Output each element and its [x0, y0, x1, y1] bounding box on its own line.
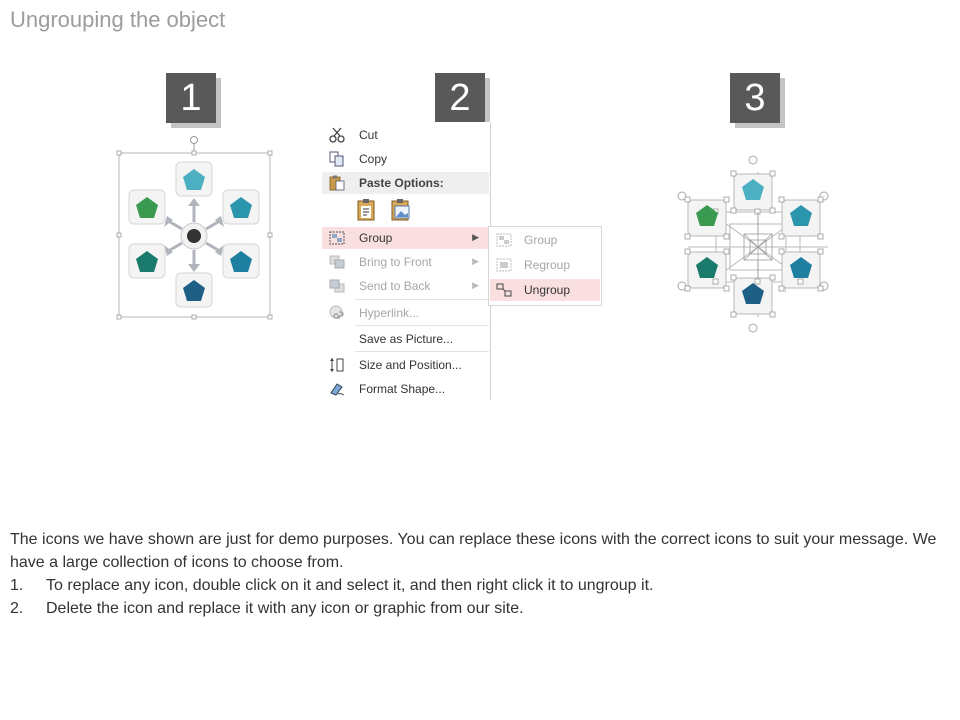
send-to-back-icon	[329, 279, 345, 293]
paste-icon	[329, 175, 345, 191]
pentagon-bottom	[175, 272, 213, 308]
submenu-item-regroup[interactable]: Regroup	[490, 254, 600, 276]
pentagon-lower-left	[696, 257, 718, 278]
selection-handles[interactable]	[116, 150, 273, 320]
paste-keep-formatting-icon[interactable]	[356, 198, 378, 222]
instructions: The icons we have shown are just for dem…	[10, 528, 950, 620]
menu-label-save-as-picture: Save as Picture...	[359, 332, 454, 346]
menu-item-send-to-back[interactable]: Send to Back ▶	[322, 275, 489, 297]
submenu-item-ungroup[interactable]: Ungroup	[490, 279, 600, 301]
menu-label-size-and-position: Size and Position...	[359, 358, 462, 372]
scissors-icon	[329, 127, 345, 143]
menu-item-format-shape[interactable]: Format Shape...	[322, 378, 489, 400]
menu-item-bring-to-front[interactable]: Bring to Front ▶	[322, 251, 489, 273]
step-number-3: 3	[730, 73, 780, 123]
step-number-2: 2	[435, 73, 485, 123]
submenu-arrow-icon: ▶	[472, 256, 479, 266]
list-text: To replace any icon, double click on it …	[46, 577, 654, 594]
menu-item-save-as-picture[interactable]: Save as Picture...	[322, 328, 489, 350]
arrow-spokes	[743, 212, 773, 278]
submenu-arrow-icon: ▶	[472, 280, 479, 290]
menu-item-group[interactable]: Group ▶	[322, 227, 489, 249]
grouped-diagram[interactable]	[110, 132, 280, 327]
copy-icon	[329, 151, 344, 167]
step-number-1: 1	[166, 73, 216, 123]
pentagon-upper-right	[222, 189, 260, 225]
group-icon	[496, 233, 512, 247]
menu-item-cut[interactable]: Cut	[322, 124, 489, 146]
pentagon-upper-right	[790, 205, 812, 226]
submenu-label-group: Group	[524, 233, 558, 247]
intro-paragraph: The icons we have shown are just for dem…	[10, 531, 937, 571]
group-submenu: Group Regroup Ungroup	[488, 226, 602, 306]
pentagon-lower-left	[128, 243, 166, 279]
paste-picture-icon[interactable]	[390, 198, 412, 222]
format-shape-icon	[330, 383, 345, 396]
menu-label-bring-to-front: Bring to Front	[359, 255, 432, 269]
pentagon-lower-right	[222, 243, 260, 279]
menu-label-format-shape: Format Shape...	[359, 382, 446, 396]
menu-separator	[355, 299, 489, 300]
hyperlink-icon	[329, 305, 344, 319]
menu-item-hyperlink[interactable]: Hyperlink...	[322, 302, 489, 324]
context-menu: Cut Copy Paste Options: Group ▶ Bring to…	[322, 122, 786, 400]
rotate-handle[interactable]	[190, 136, 198, 144]
pentagon-lower-right	[790, 257, 812, 278]
arrow-spokes	[164, 198, 224, 272]
menu-label-paste-options: Paste Options:	[359, 176, 444, 190]
menu-header-paste-options: Paste Options:	[322, 172, 489, 194]
ungrouped-diagram[interactable]	[668, 152, 844, 337]
slide-title: Ungrouping the object	[10, 7, 226, 32]
pentagon-upper-left	[128, 189, 166, 225]
list-number: 1.	[10, 577, 24, 594]
list-number: 2.	[10, 600, 24, 617]
menu-label-send-to-back: Send to Back	[359, 279, 431, 293]
menu-label-copy: Copy	[359, 152, 388, 166]
menu-label-cut: Cut	[359, 128, 378, 142]
menu-label-group: Group	[359, 231, 393, 245]
list-item: 2. Delete the icon and replace it with a…	[10, 597, 950, 620]
menu-separator	[355, 351, 489, 352]
regroup-icon	[496, 258, 512, 272]
submenu-arrow-icon: ▶	[472, 232, 479, 242]
ungroup-icon	[496, 283, 512, 297]
submenu-label-regroup: Regroup	[524, 258, 571, 272]
submenu-label-ungroup: Ungroup	[524, 283, 571, 297]
group-icon	[329, 231, 345, 245]
list-text: Delete the icon and replace it with any …	[46, 600, 524, 617]
size-position-icon	[330, 358, 344, 372]
menu-separator	[355, 325, 489, 326]
pentagon-top	[742, 179, 764, 200]
menu-label-hyperlink: Hyperlink...	[359, 306, 420, 320]
submenu-item-group[interactable]: Group	[490, 229, 600, 251]
bring-to-front-icon	[329, 255, 345, 269]
menu-item-copy[interactable]: Copy	[322, 148, 489, 170]
pentagon-upper-left	[696, 205, 718, 226]
list-item: 1. To replace any icon, double click on …	[10, 574, 950, 597]
selection-handles[interactable]	[684, 170, 824, 318]
pentagon-bottom	[742, 283, 764, 304]
pentagon-top	[175, 161, 213, 197]
menu-item-size-and-position[interactable]: Size and Position...	[322, 354, 489, 376]
